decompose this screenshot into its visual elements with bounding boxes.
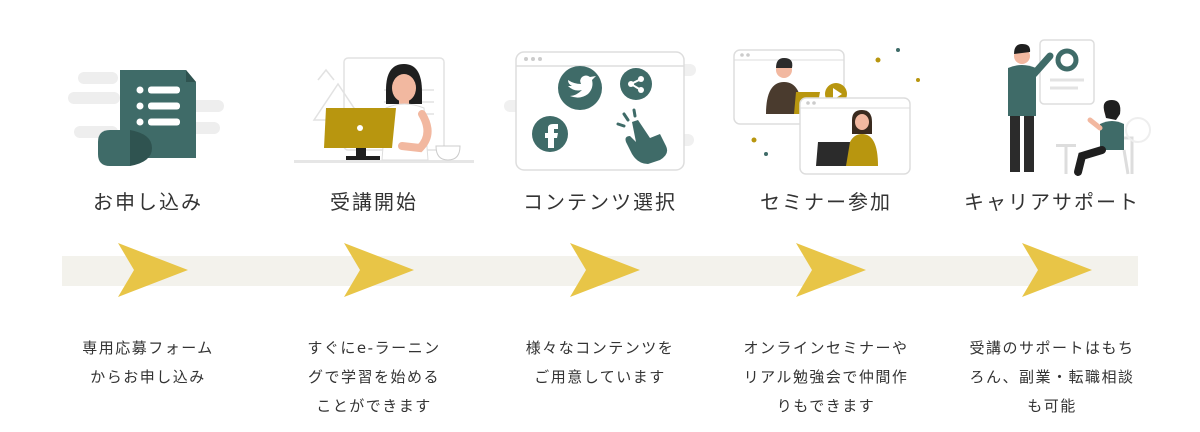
step-title: 受講開始: [330, 190, 418, 214]
step-title: セミナー参加: [760, 190, 892, 214]
step-description: 受講のサポートはもち ろん、副業・転職相談 も可能: [932, 334, 1172, 421]
description-line: 専用応募フォーム: [82, 339, 214, 357]
social-contents-icon: [500, 30, 700, 180]
career-support-icon: [952, 30, 1152, 180]
description-line: ろん、副業・転職相談: [969, 368, 1135, 386]
description-line: グで学習を始める: [307, 368, 440, 386]
step-description: 様々なコンテンツを ご用意しています: [480, 334, 720, 392]
step-title: コンテンツ選択: [523, 190, 677, 214]
step-description: 専用応募フォーム からお申し込み: [28, 334, 268, 392]
arrow-icon: [794, 241, 868, 299]
description-line: りもできます: [776, 397, 876, 415]
arrow-icon: [116, 241, 190, 299]
description-line: ことができます: [316, 397, 432, 415]
description-line: 受講のサポートはもち: [969, 339, 1135, 357]
description-line: 様々なコンテンツを: [525, 339, 675, 357]
application-form-icon: [48, 30, 248, 180]
arrow-icon: [1020, 241, 1094, 299]
online-seminar-icon: [726, 30, 926, 180]
arrow-icon: [342, 241, 416, 299]
step-seminar: セミナー参加 オンラインセミナーや リアル勉強会で仲間作 りもできます: [706, 0, 946, 432]
step-application: お申し込み 専用応募フォーム からお申し込み: [28, 0, 268, 432]
arrow-icon: [568, 241, 642, 299]
step-description: オンラインセミナーや リアル勉強会で仲間作 りもできます: [706, 334, 946, 421]
description-line: ご用意しています: [534, 368, 666, 386]
description-line: も可能: [1027, 397, 1077, 415]
description-line: リアル勉強会で仲間作: [743, 368, 909, 386]
step-title: お申し込み: [93, 190, 203, 214]
step-course-start: 受講開始 すぐにe-ラーニン グで学習を始める ことができます: [254, 0, 494, 432]
description-line: からお申し込み: [90, 368, 206, 386]
step-title: キャリアサポート: [964, 190, 1140, 214]
step-career-support: キャリアサポート 受講のサポートはもち ろん、副業・転職相談 も可能: [932, 0, 1172, 432]
step-description: すぐにe-ラーニン グで学習を始める ことができます: [254, 334, 494, 421]
step-content-selection: コンテンツ選択 様々なコンテンツを ご用意しています: [480, 0, 720, 432]
description-line: すぐにe-ラーニン: [307, 339, 441, 357]
description-line: オンラインセミナーや: [743, 339, 909, 357]
laptop-learner-icon: [274, 30, 474, 180]
